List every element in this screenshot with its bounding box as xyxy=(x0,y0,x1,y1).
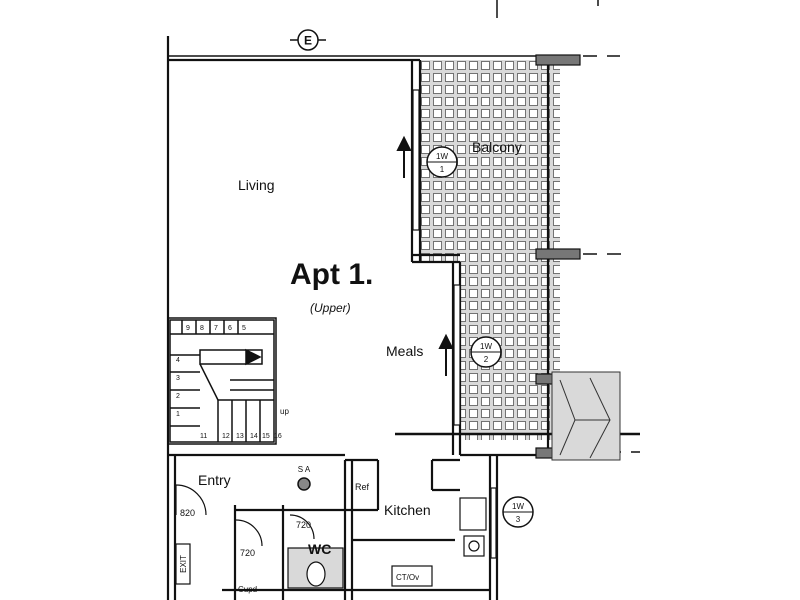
window-marker-1-top: 1W xyxy=(436,152,448,161)
svg-text:4: 4 xyxy=(176,357,180,364)
svg-text:15: 15 xyxy=(262,433,270,440)
elevation-marker-label: E xyxy=(304,34,312,48)
smoke-alarm: S A xyxy=(297,465,311,491)
window-marker-3: 1W 3 xyxy=(502,496,534,528)
svg-text:12: 12 xyxy=(222,433,230,440)
svg-text:8: 8 xyxy=(200,325,204,332)
exit-sign-label: EXIT xyxy=(179,555,188,573)
window-marker-3-bottom: 3 xyxy=(516,515,521,524)
svg-text:3: 3 xyxy=(176,375,180,382)
room-label-living: Living xyxy=(238,177,275,193)
door-label-2: 720 xyxy=(240,548,255,558)
staircase xyxy=(167,317,277,445)
svg-text:6: 6 xyxy=(228,325,232,332)
window-marker-1-bottom: 1 xyxy=(440,165,445,174)
doors xyxy=(175,484,315,547)
windows xyxy=(412,89,497,559)
svg-text:1: 1 xyxy=(176,411,180,418)
svg-text:11: 11 xyxy=(200,433,207,440)
arrows xyxy=(396,135,454,376)
kitchen-fixtures xyxy=(391,497,487,587)
door-label-1: 820 xyxy=(180,508,195,518)
fridge-label: Ref xyxy=(355,482,370,492)
smoke-alarm-label: S A xyxy=(298,465,311,474)
svg-text:7: 7 xyxy=(214,325,218,332)
svg-text:13: 13 xyxy=(236,433,244,440)
wc-fixture xyxy=(287,547,344,589)
apartment-subtitle: (Upper) xyxy=(310,301,351,315)
window-marker-3-top: 1W xyxy=(512,502,524,511)
cooktop-label: CT/Ov xyxy=(396,573,419,582)
exit-sign: EXIT xyxy=(175,543,191,585)
svg-text:16: 16 xyxy=(274,433,282,440)
stair-up-label: up xyxy=(280,407,289,416)
svg-text:2: 2 xyxy=(176,393,180,400)
svg-text:14: 14 xyxy=(250,433,258,440)
svg-text:9: 9 xyxy=(186,325,190,332)
window-marker-2-top: 1W xyxy=(480,342,492,351)
cupboard-label: Cupd xyxy=(238,585,257,594)
stair-numbers: 9 8 7 6 5 4 3 2 1 11 12 13 14 15 16 xyxy=(176,325,282,440)
room-label-wc: WC xyxy=(308,541,331,557)
window-marker-2: 1W 2 xyxy=(470,336,502,368)
room-label-balcony: Balcony xyxy=(472,139,522,155)
svg-text:5: 5 xyxy=(242,325,246,332)
room-label-meals: Meals xyxy=(386,343,423,359)
elevation-marker: E xyxy=(290,29,326,51)
window-marker-1: 1W 1 xyxy=(426,146,458,178)
window-marker-2-bottom: 2 xyxy=(484,355,489,364)
room-label-kitchen: Kitchen xyxy=(384,502,431,518)
door-label-3: 720 xyxy=(296,520,311,530)
side-stairs xyxy=(551,371,621,461)
apartment-title: Apt 1. xyxy=(290,258,373,291)
room-label-entry: Entry xyxy=(198,472,231,488)
